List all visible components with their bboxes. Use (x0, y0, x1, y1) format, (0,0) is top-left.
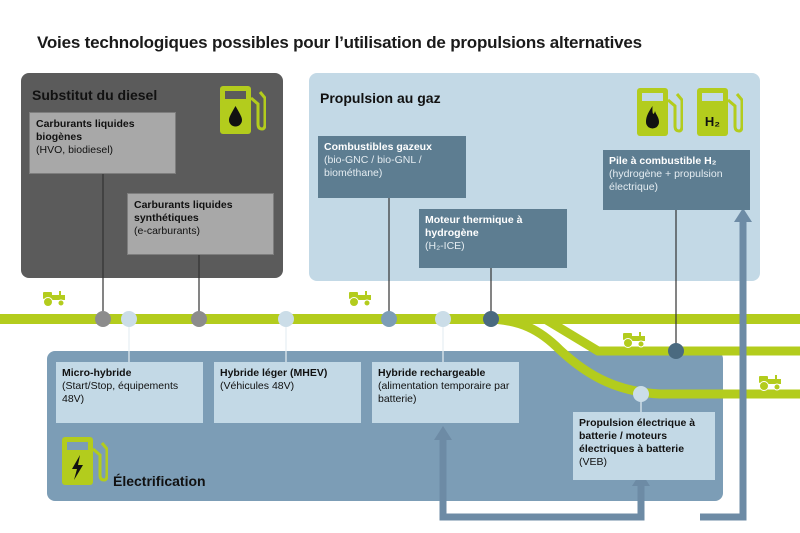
box-title: Moteur thermique à hydrogène (425, 214, 523, 239)
page-title: Voies technologiques possibles pour l’ut… (37, 33, 642, 52)
box-biogenic-fuels: Carburants liquides biogènes (HVO, biodi… (29, 112, 176, 174)
box-battery-electric: Propulsion électrique à batterie / moteu… (573, 412, 715, 480)
arrow-to-fuel-cell (700, 218, 747, 521)
branch-battery-line (484, 314, 800, 399)
fuel-pump-drop-icon (220, 84, 267, 141)
box-subtitle: (VEB) (579, 456, 608, 468)
arrow-veb-to-phev (439, 437, 645, 521)
branch-fuel-cell-line (542, 315, 800, 356)
box-plugin-hybrid: Hybride rechargeable (alimentation tempo… (372, 362, 519, 423)
box-title: Carburants liquides biogènes (36, 118, 135, 143)
zone-title-gas: Propulsion au gaz (320, 90, 441, 106)
main-pathway-line (0, 314, 800, 324)
fuel-pump-flame-icon (637, 86, 684, 143)
zone-title-elec: Électrification (113, 473, 206, 489)
tractor-icon (348, 290, 372, 307)
zone-title-diesel: Substitut du diesel (32, 87, 158, 103)
node-h2ice (483, 311, 499, 327)
box-title: Hybride rechargeable (378, 367, 486, 379)
tractor-icon (622, 331, 646, 348)
box-micro-hybrid: Micro-hybride (Start/Stop, équipements 4… (56, 362, 203, 423)
box-subtitle: (alimentation temporaire par batterie) (378, 380, 510, 405)
box-subtitle: (bio-GNC / bio-GNL / biométhane) (324, 154, 422, 179)
node-gnc (381, 311, 397, 327)
node-synth (191, 311, 207, 327)
node-bio (95, 311, 111, 327)
box-subtitle: (HVO, biodiesel) (36, 144, 114, 156)
node-mhev (278, 311, 294, 327)
box-title: Micro-hybride (62, 367, 132, 379)
box-title: Combustibles gazeux (324, 141, 432, 153)
fuel-pump-h2-icon: H₂ (697, 86, 744, 143)
box-mild-hybrid: Hybride léger (MHEV) (Véhicules 48V) (214, 362, 361, 423)
box-fuel-cell: Pile à combustible H₂ (hydrogène + propu… (603, 150, 750, 210)
tractor-icon (42, 290, 66, 307)
h2-label: H₂ (705, 114, 720, 129)
box-subtitle: (Véhicules 48V) (220, 380, 295, 392)
box-h2-ice: Moteur thermique à hydrogène (H₂-ICE) (419, 209, 567, 268)
box-title: Hybride léger (MHEV) (220, 367, 328, 379)
node-fuel-cell (668, 343, 684, 359)
tractor-icon (758, 374, 782, 391)
box-title: Carburants liquides synthétiques (134, 199, 233, 224)
box-gaseous-fuels: Combustibles gazeux (bio-GNC / bio-GNL /… (318, 136, 466, 198)
node-phev (435, 311, 451, 327)
box-title: Propulsion électrique à batterie / moteu… (579, 417, 696, 455)
charging-station-bolt-icon (62, 435, 109, 492)
box-subtitle: (e-carburants) (134, 225, 200, 237)
box-synthetic-fuels: Carburants liquides synthétiques (e-carb… (127, 193, 274, 255)
box-subtitle: (Start/Stop, équipements 48V) (62, 380, 179, 405)
box-subtitle: (H₂-ICE) (425, 240, 465, 252)
node-veb (633, 386, 649, 402)
box-subtitle: (hydrogène + propulsion électrique) (609, 168, 723, 193)
node-micro (121, 311, 137, 327)
box-title: Pile à combustible H₂ (609, 155, 717, 167)
